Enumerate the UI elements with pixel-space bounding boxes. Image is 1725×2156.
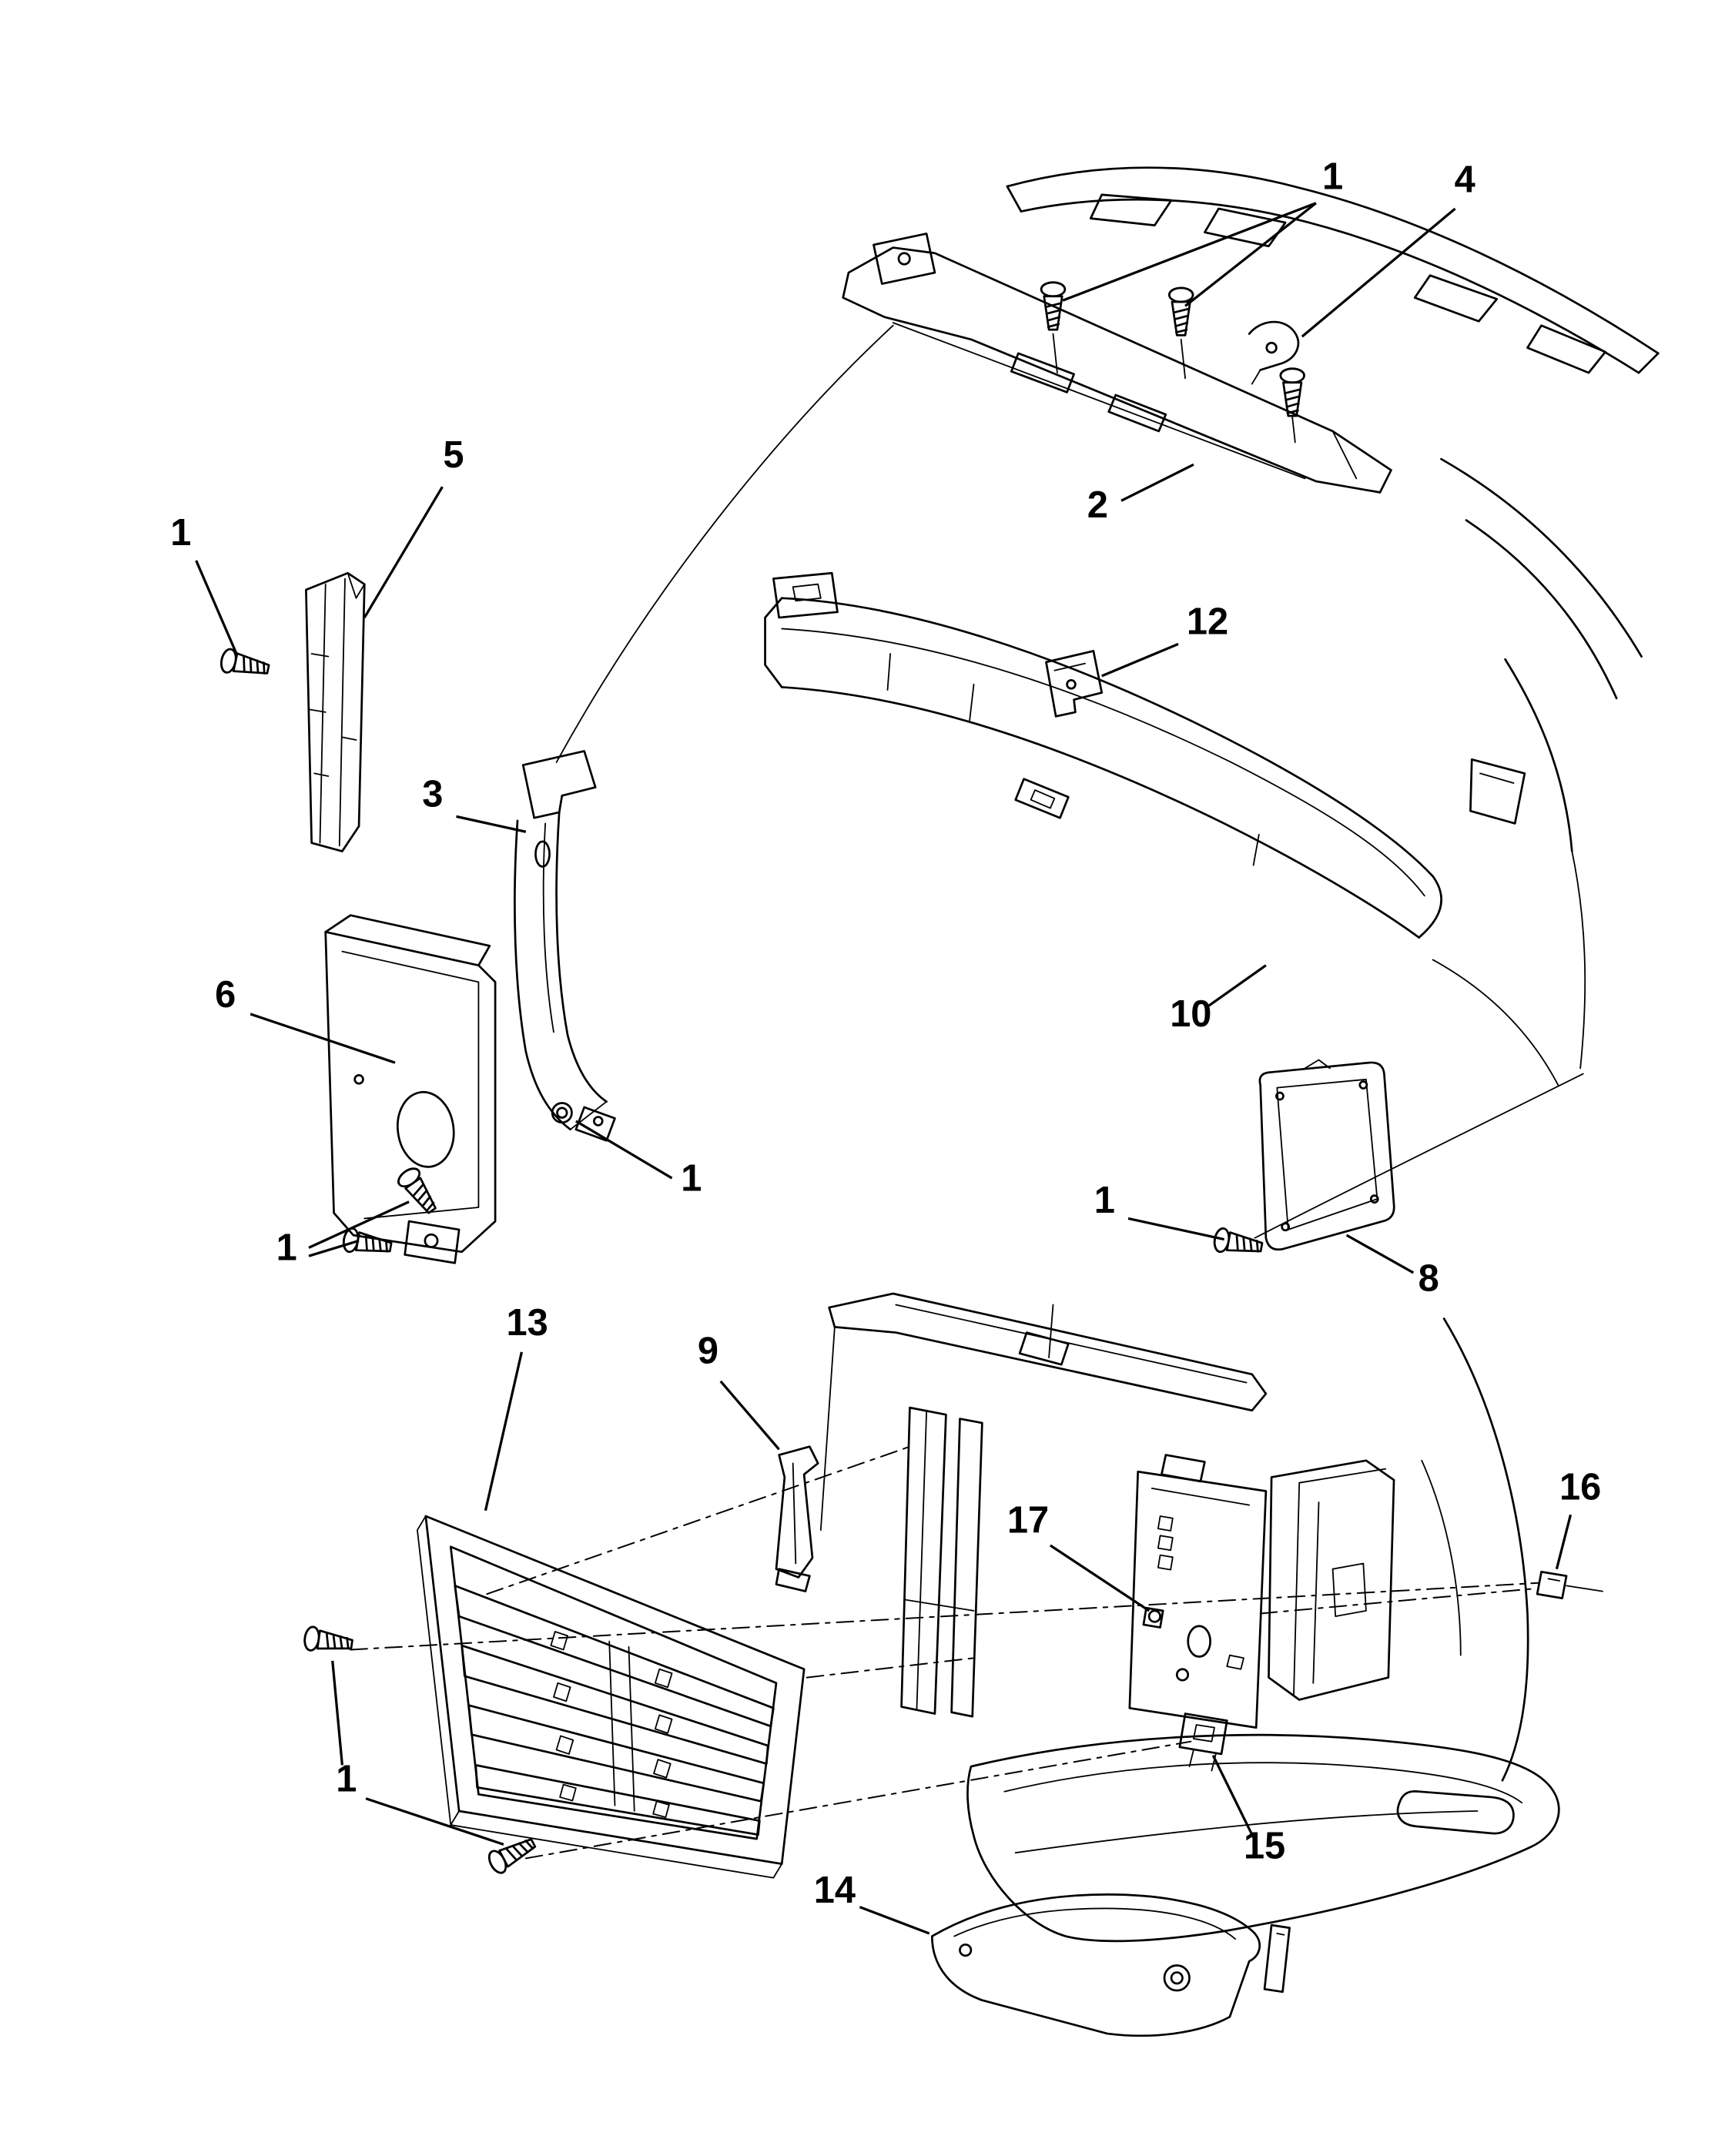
- leader-line-part-1: [308, 1200, 410, 1249]
- leader-line-part-2: [1120, 463, 1194, 502]
- callout-part-4: 4: [1455, 159, 1475, 200]
- leader-line-part-8: [1345, 1234, 1415, 1274]
- screw-icon: [484, 1831, 540, 1877]
- leader-line-part-12: [1101, 642, 1179, 678]
- leader-line-part-1: [1127, 1217, 1225, 1241]
- leader-line-part-14: [859, 1906, 930, 1935]
- screw-icon: [1211, 1226, 1265, 1260]
- part-17-clip: [1142, 1606, 1164, 1629]
- projection-lines: [350, 1445, 1539, 1860]
- callout-part-1: 1: [1094, 1180, 1115, 1221]
- callout-part-1: 1: [170, 512, 191, 554]
- leader-line-part-10: [1208, 964, 1267, 1007]
- line-art: [218, 166, 1660, 2037]
- callout-part-8: 8: [1419, 1257, 1439, 1299]
- callout-part-2: 2: [1087, 484, 1108, 526]
- screw-icon: [1167, 286, 1194, 336]
- callout-part-5: 5: [443, 434, 464, 476]
- part-16-clip: [1536, 1570, 1603, 1599]
- leader-line-part-13: [484, 1351, 524, 1512]
- leader-line-part-1: [195, 560, 238, 654]
- callout-part-14: 14: [814, 1870, 856, 1911]
- leader-line-part-16: [1555, 1514, 1573, 1570]
- part-15-clip: [1178, 1712, 1228, 1772]
- callout-part-17: 17: [1007, 1500, 1049, 1542]
- body-reference-line: [555, 324, 894, 763]
- callout-part-13: 13: [507, 1302, 548, 1344]
- part-13-grille: [302, 1515, 806, 1879]
- part-10-bumper-beam: [764, 571, 1559, 1086]
- leader-line-part-1: [308, 1239, 360, 1257]
- leader-line-part-3: [456, 815, 527, 833]
- part-4-clip: [1248, 320, 1300, 371]
- callout-part-1: 1: [1322, 156, 1343, 198]
- part-9-bracket: [775, 1445, 819, 1592]
- leader-line-part-1: [575, 1120, 673, 1180]
- bumper-fascia: [966, 1733, 1560, 1943]
- part-8-splash-shield: [1211, 1059, 1584, 1260]
- callout-part-9: 9: [698, 1330, 718, 1371]
- callout-part-1: 1: [336, 1759, 357, 1800]
- part-6-side-panel: [324, 914, 573, 1264]
- top-screws-and-clip-4: [1040, 281, 1305, 444]
- callout-part-1: 1: [681, 1157, 702, 1199]
- headlamp-housing: [1268, 1317, 1529, 1782]
- callout-part-10: 10: [1170, 993, 1211, 1035]
- leader-line-part-1: [331, 1660, 344, 1766]
- leader-line-part-5: [363, 486, 444, 618]
- leader-line-part-1: [1184, 202, 1317, 307]
- callout-part-1: 1: [276, 1227, 297, 1269]
- leader-line-part-1: [1062, 202, 1317, 302]
- part-5-side-panel: [218, 571, 366, 852]
- body-outline-right: [1440, 457, 1643, 1070]
- callout-part-3: 3: [422, 774, 443, 815]
- leader-line-part-15: [1211, 1755, 1255, 1839]
- screw-icon: [1040, 281, 1067, 331]
- screw-icon: [218, 646, 272, 682]
- leader-line-part-4: [1301, 207, 1456, 338]
- part-2-upper-support-panel: [842, 233, 1392, 494]
- part-14-lamp: [930, 1893, 1291, 2037]
- screw-icon: [302, 1625, 355, 1657]
- radiator-core-support: [819, 1292, 1268, 1729]
- cowl-vent-panel: [1006, 166, 1660, 374]
- nut-icon: [551, 1102, 573, 1124]
- screw-icon: [394, 1163, 444, 1219]
- leader-line-part-1: [365, 1797, 504, 1846]
- part-3-support-bracket: [514, 750, 616, 1142]
- callout-part-6: 6: [215, 974, 236, 1016]
- callout-part-12: 12: [1187, 601, 1228, 643]
- callout-part-15: 15: [1244, 1825, 1285, 1866]
- leader-line-part-17: [1049, 1544, 1151, 1612]
- leader-line-part-6: [250, 1013, 396, 1064]
- callout-part-16: 16: [1559, 1466, 1601, 1508]
- leader-line-part-9: [719, 1380, 780, 1451]
- gasket-strip: [1263, 1923, 1291, 1994]
